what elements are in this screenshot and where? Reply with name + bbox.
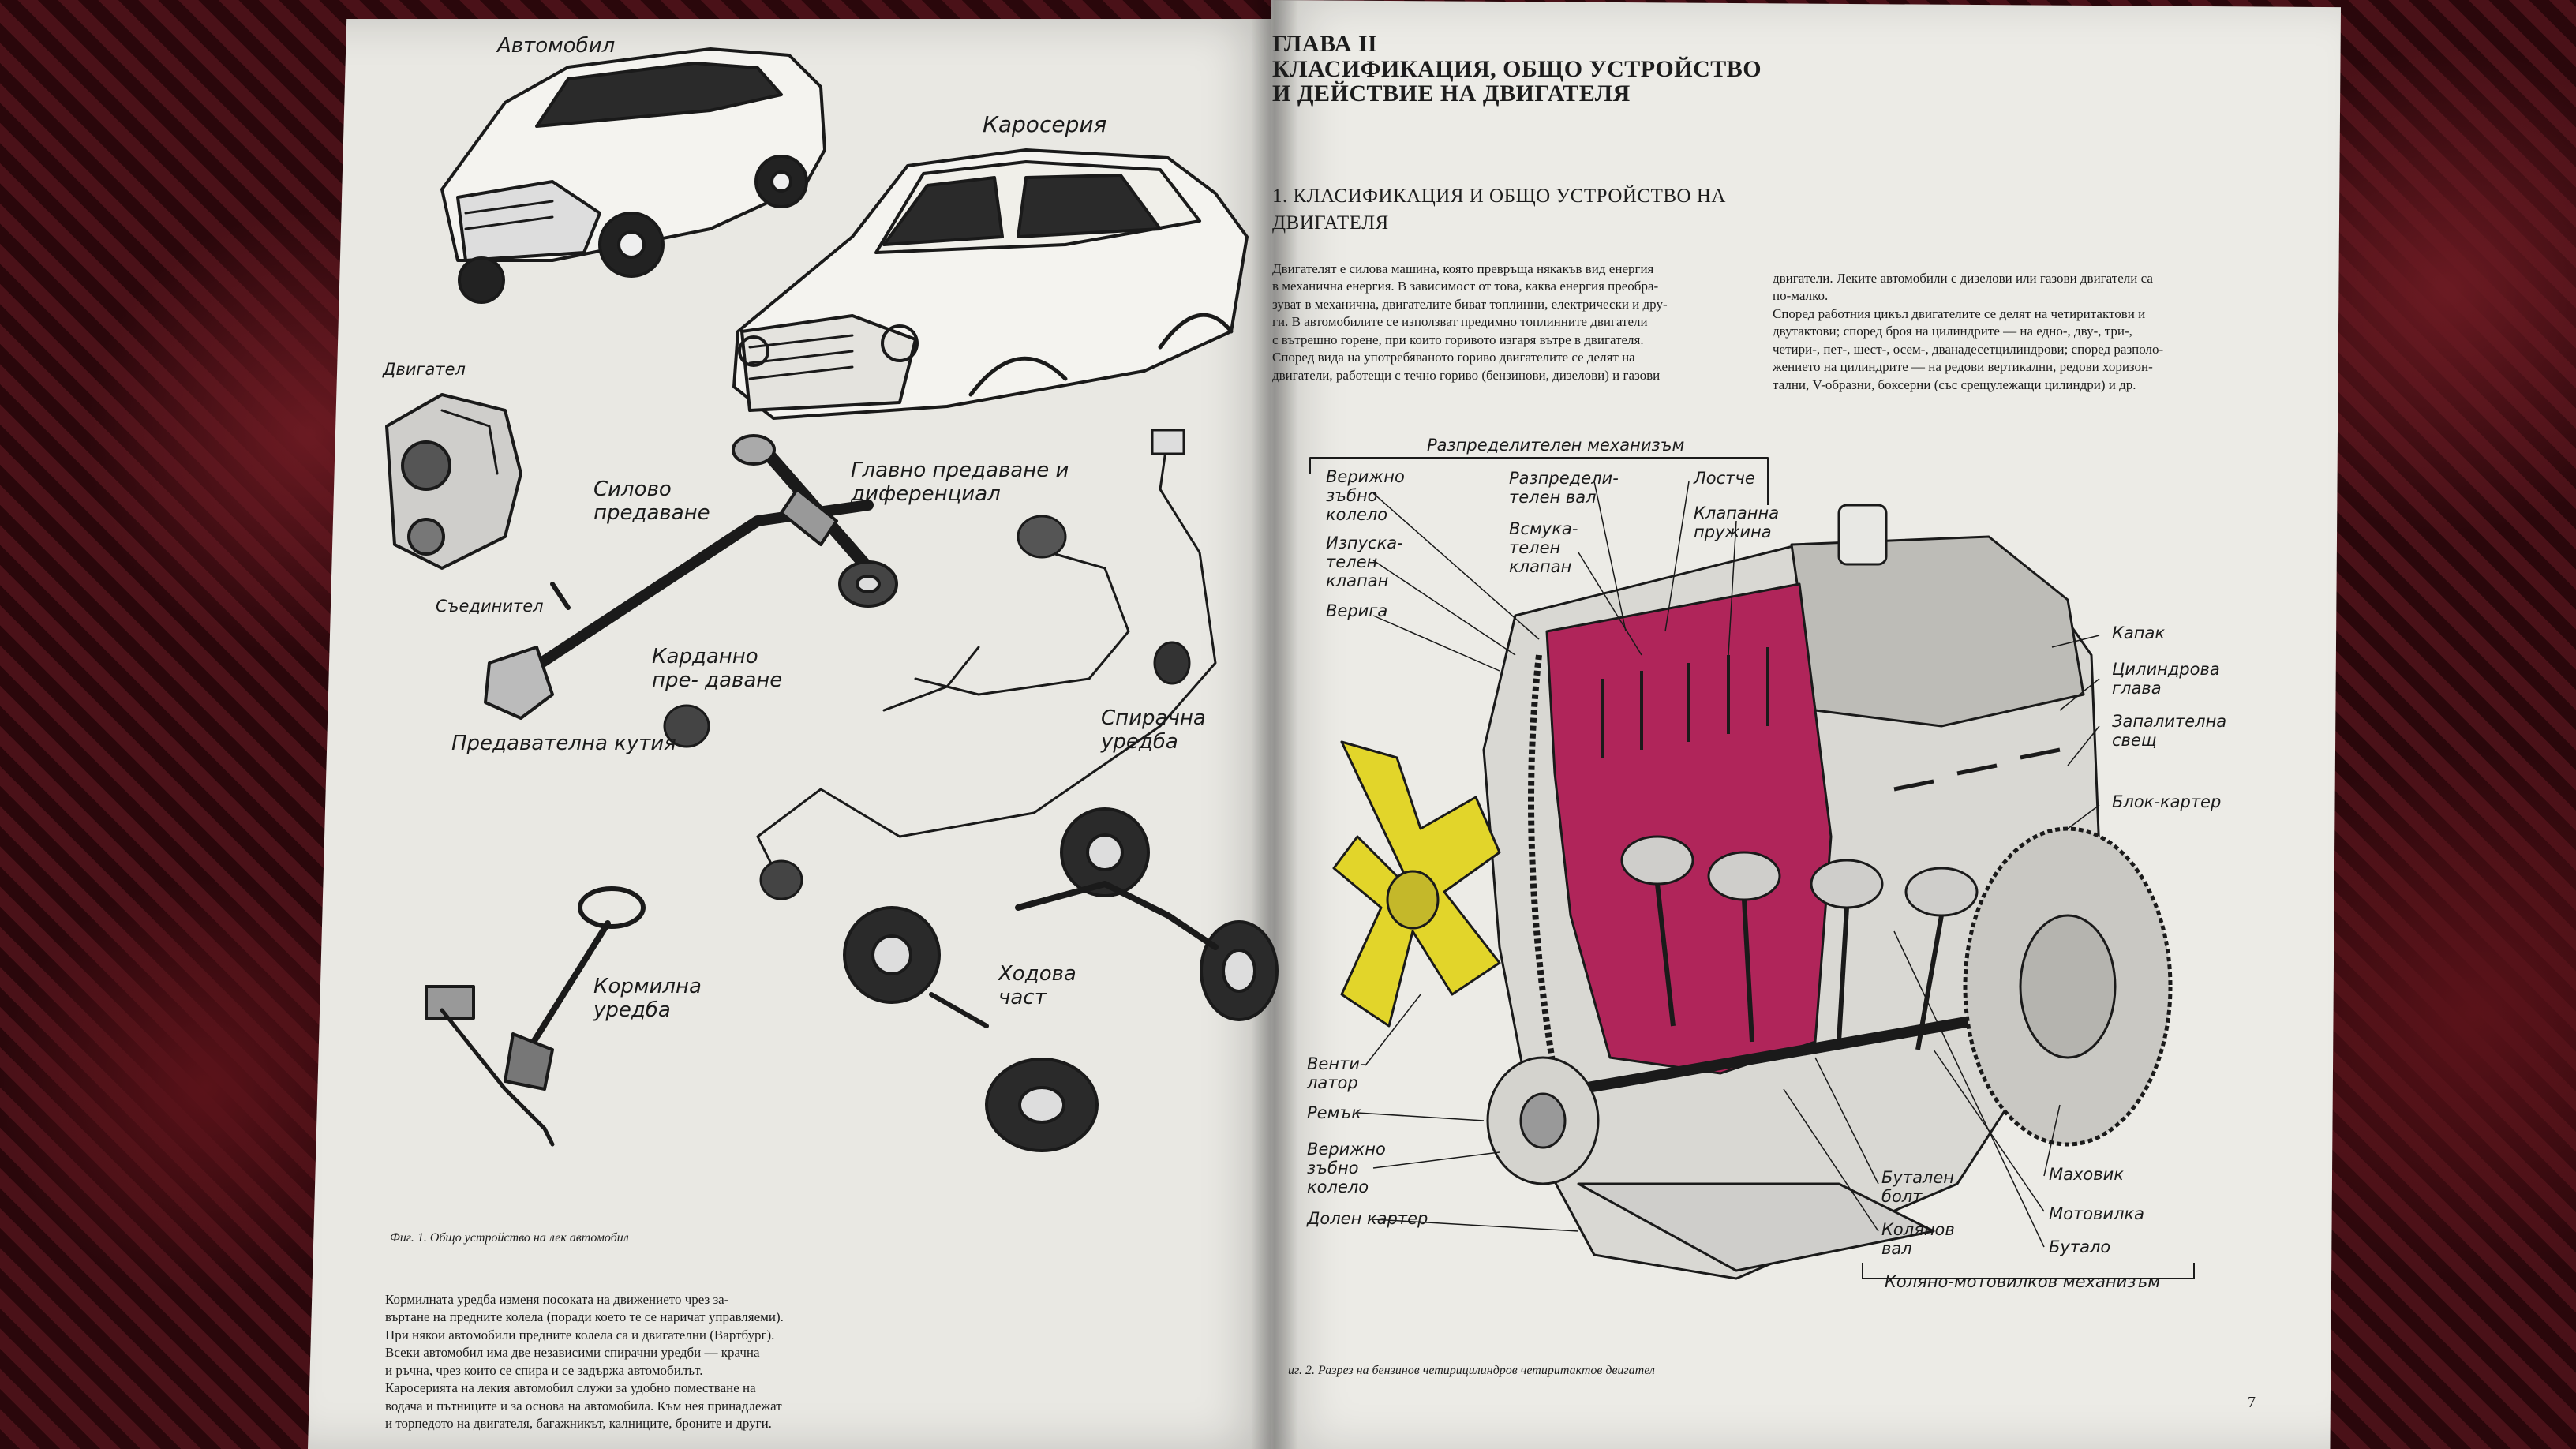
label-gearbox: Предавателна кутия [451, 732, 676, 755]
left-text-line: Кормилната уредба изменя посоката на дви… [385, 1292, 729, 1307]
left-text-line: водача и пътниците и за основа на автомо… [385, 1398, 782, 1413]
engine-drawing [385, 393, 522, 570]
chapter-title: ГЛАВА II КЛАСИФИКАЦИЯ, ОБЩО УСТРОЙСТВО И… [1272, 32, 1762, 107]
label-cardan: Карданно пре- даване [652, 645, 783, 692]
label-cover: Капак [2112, 623, 2166, 642]
section-title-line: 1. КЛАСИФИКАЦИЯ И ОБЩО УСТРОЙСТВО НА [1272, 185, 1726, 207]
text-line: двутактови; според броя на цилиндрите — … [1773, 324, 2132, 339]
text-line: ги. В автомобилите се използват предимно… [1272, 314, 1648, 330]
text-line: тални, V-образни, боксерни (със срещулеж… [1773, 376, 2136, 392]
text-line: в механична енергия. В зависимост от тов… [1272, 279, 1659, 294]
label-cylinder-head: Цилиндрова глава [2112, 660, 2220, 698]
text-line: зуват в механична, двигателите биват топ… [1272, 296, 1668, 312]
label-camshaft: Разпредели- телен вал [1509, 469, 1619, 507]
label-rocker: Лостче [1694, 469, 1755, 488]
label-oil-pan: Долен картер [1307, 1209, 1428, 1228]
chapter-title-line: ГЛАВА II [1272, 31, 1378, 57]
left-body-text: Кормилната уредба изменя посоката на дви… [385, 1291, 827, 1433]
figure-1-caption: Фиг. 1. Общо устройство на лек автомобил [390, 1231, 629, 1245]
section-title-line: ДВИГАТЕЛЯ [1272, 212, 1389, 234]
text-line: Според вида на употребяваното гориво дви… [1272, 350, 1635, 365]
label-crankshaft: Колянов вал [1881, 1220, 1955, 1259]
body-drawing [732, 148, 1249, 420]
label-engine: Двигател [383, 360, 466, 379]
label-tappet-bolt: Бутален болт [1881, 1168, 1955, 1207]
section-title: 1. КЛАСИФИКАЦИЯ И ОБЩО УСТРОЙСТВО НА ДВИ… [1272, 183, 1726, 237]
book-gutter [1251, 0, 1298, 1449]
right-text-column-1: Двигателят е силова машина, която превръ… [1272, 260, 1746, 384]
label-valve-spring: Клапанна пружина [1694, 504, 1780, 542]
text-line: по-малко. [1773, 288, 1829, 304]
label-belt: Ремък [1307, 1103, 1361, 1122]
brake-system-drawing [663, 429, 1217, 900]
left-text-line: въртане на предните колела (поради което… [385, 1309, 784, 1325]
chapter-title-line: КЛАСИФИКАЦИЯ, ОБЩО УСТРОЙСТВО [1272, 55, 1762, 82]
left-text-line: и ръчна, чрез които се спира и се задърж… [385, 1362, 703, 1378]
label-steering: Кормилна уредба [593, 975, 702, 1022]
label-chain-sprocket: Верижно зъбно колело [1326, 467, 1405, 525]
label-clutch: Съединител [436, 597, 544, 616]
text-line: Двигателят е силова машина, която превръ… [1272, 261, 1654, 276]
text-line: двигатели, работещи с течно гориво (бенз… [1272, 367, 1661, 383]
chassis-drawing [843, 807, 1279, 1152]
left-text-line: При някои автомобили предните колела са … [385, 1327, 775, 1342]
figure-2-caption: иг. 2. Разрез на бензинов четирицилиндро… [1288, 1364, 1655, 1377]
text-line: с вътрешно горене, при които горивото из… [1272, 331, 1644, 347]
label-chassis: Ходова част [998, 962, 1076, 1009]
text-line: двигатели. Леките автомобили с дизелови … [1773, 271, 2153, 286]
label-chain: Верига [1326, 601, 1388, 620]
label-crank-mechanism: Коляно-мотовилков механизъм [1885, 1272, 2161, 1291]
label-spark-plug: Запалителна свещ [2112, 712, 2227, 751]
label-power-transmission: Силово предаване [593, 477, 710, 525]
label-brakes: Спирачна уредба [1101, 706, 1206, 754]
label-timing-mechanism: Разпределителен механизъм [1427, 436, 1685, 455]
label-car: Автомобил [497, 34, 616, 58]
drivetrain-drawing [484, 434, 898, 720]
label-flywheel: Маховик [2049, 1165, 2124, 1184]
label-body: Каросерия [983, 111, 1107, 137]
text-line: четири-, пет-, шест-, осем-, дванадесетц… [1773, 341, 2164, 357]
steering-drawing [425, 886, 646, 1147]
label-main-transmission: Главно предаване и диференциал [851, 459, 1069, 506]
label-fan: Венти- латор [1307, 1054, 1366, 1093]
text-line: жението на цилиндрите — на редови вертик… [1773, 359, 2153, 375]
text-line: Според работния цикъл двигателите се дел… [1773, 305, 2146, 321]
label-exhaust-valve: Изпуска- телен клапан [1326, 534, 1403, 591]
label-intake-valve: Всмука- телен клапан [1509, 519, 1578, 577]
chapter-title-line: И ДЕЙСТВИЕ НА ДВИГАТЕЛЯ [1272, 80, 1631, 107]
right-text-column-2: двигатели. Леките автомобили с дизелови … [1773, 270, 2246, 394]
label-piston: Бутало [2049, 1237, 2111, 1256]
left-text-line: Всеки автомобил има две независими спира… [385, 1345, 760, 1361]
label-conrod: Мотовилка [2049, 1204, 2145, 1223]
left-text-line: Каросерията на лекия автомобил служи за … [385, 1380, 756, 1396]
label-crank-sprocket: Верижно зъбно колело [1307, 1140, 1386, 1197]
left-text-line: и торпедото на двигателя, багажникът, ка… [385, 1416, 772, 1432]
car-drawing [440, 47, 826, 304]
label-block: Блок-картер [2112, 792, 2222, 811]
page-number: 7 [2248, 1394, 2256, 1411]
